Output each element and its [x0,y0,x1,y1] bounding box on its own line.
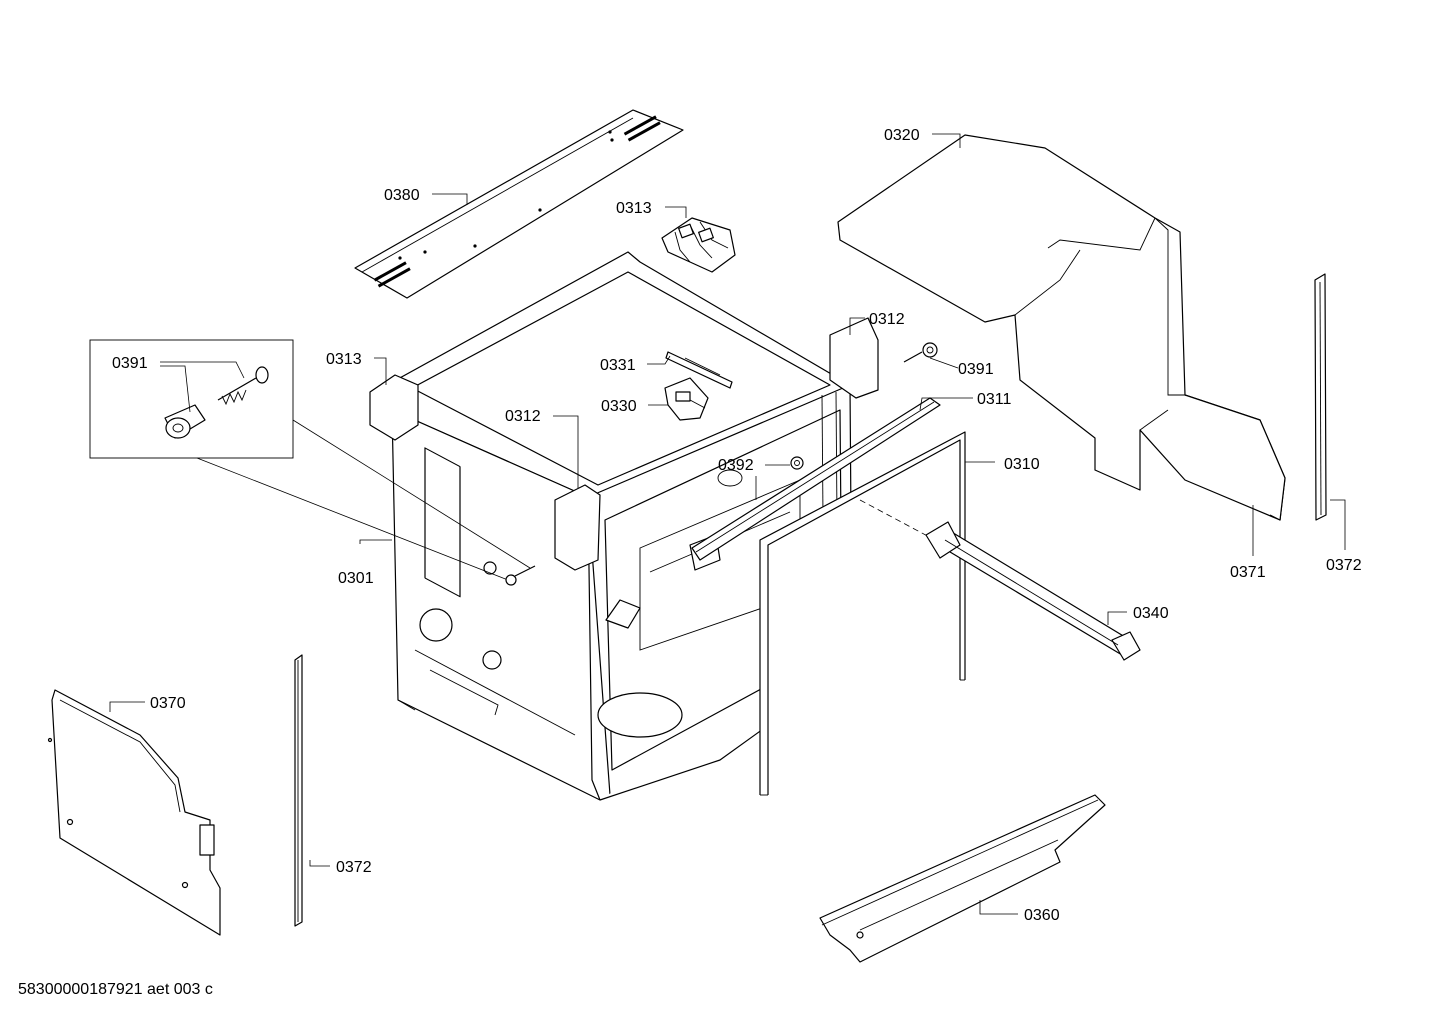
leader-lines [109,133,1346,915]
callout-labels: 0380 0313 0320 0391 0313 0312 0391 0331 … [112,127,1362,924]
part-0340-rail[interactable] [925,521,1141,661]
part-0372-right-strip[interactable] [1314,273,1327,521]
part-0331-latch-spring[interactable] [665,351,733,389]
part-0370-side-panel[interactable] [47,689,221,936]
part-0371-side-panel[interactable] [1184,394,1286,521]
callout-0330: 0330 [601,398,637,415]
callout-0331: 0331 [600,357,636,374]
part-0310-door-seal[interactable] [759,431,966,796]
part-0320-insulation-cover[interactable] [837,134,1286,521]
inset-detail-box [89,339,294,459]
callout-0370: 0370 [150,695,186,712]
callout-0313-top: 0313 [616,200,652,217]
callout-0313-left: 0313 [326,351,362,368]
callout-0372-left: 0372 [336,859,372,876]
callout-0310: 0310 [1004,456,1040,473]
part-0380-top-plate[interactable] [354,109,684,299]
part-0330-lock[interactable] [664,377,709,421]
inset-dowel[interactable] [164,404,206,439]
callout-0371: 0371 [1230,564,1266,581]
callout-0312-right: 0312 [869,311,905,328]
callout-0391-box: 0391 [112,355,148,372]
callout-0311: 0311 [977,391,1012,408]
callout-0312-mid: 0312 [505,408,541,425]
assembly-axis [859,499,936,541]
callout-0392: 0392 [718,457,754,474]
part-0311-upper-seal[interactable] [691,397,941,561]
callout-0301: 0301 [338,570,374,587]
part-0372-left-strip[interactable] [294,654,303,927]
tub-screw-detail [505,565,536,586]
callout-0380: 0380 [384,187,420,204]
part-0391-screw-right[interactable] [903,342,938,363]
callout-0391-right: 0391 [958,361,994,378]
callout-0360: 0360 [1024,907,1060,924]
callout-0320: 0320 [884,127,920,144]
part-0392-screw[interactable] [790,456,804,470]
callout-0340: 0340 [1133,605,1169,622]
part-0313-top-bracket[interactable] [661,217,736,273]
document-id: 58300000187921 aet 003 c [18,981,213,998]
callout-0372-right: 0372 [1326,557,1362,574]
inset-screw[interactable] [217,366,269,406]
part-0360-base-trim[interactable] [819,794,1106,963]
